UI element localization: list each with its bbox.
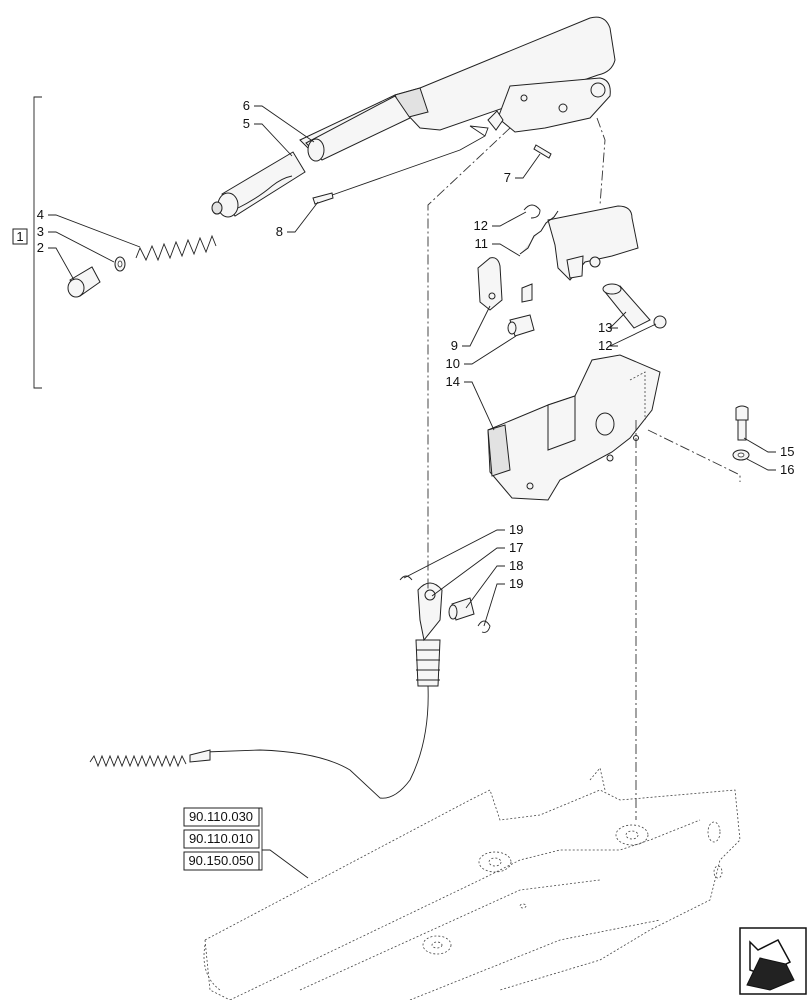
next-page-arrow-icon[interactable] <box>739 927 807 995</box>
clevis-pin <box>448 597 475 621</box>
callout-leaders <box>48 105 776 879</box>
group-label: 1 <box>16 229 23 244</box>
callout-6: 6 <box>243 98 250 113</box>
reference-link-1[interactable]: 90.110.030 <box>189 809 253 824</box>
callout-7: 7 <box>504 170 511 185</box>
callout-4: 4 <box>37 207 44 222</box>
tractor-frame <box>203 767 741 1000</box>
callout-labels: 4 3 2 6 5 7 8 12 11 9 10 13 12 14 15 16 … <box>37 98 795 591</box>
callout-5: 5 <box>243 116 250 131</box>
callout-16: 16 <box>780 462 794 477</box>
spring-washer <box>114 256 126 272</box>
pawl-pin <box>507 314 535 337</box>
callout-17: 17 <box>509 540 523 555</box>
circlip-upper <box>523 204 541 219</box>
pivot-bushing <box>602 283 667 329</box>
callout-15: 15 <box>780 444 794 459</box>
ratchet-sector <box>519 205 639 303</box>
callout-9: 9 <box>451 338 458 353</box>
brake-cable <box>89 639 441 799</box>
assembly-centerlines <box>427 117 741 820</box>
cap-screw <box>735 405 749 441</box>
reference-link-3[interactable]: 90.150.050 <box>188 853 253 868</box>
callout-18: 18 <box>509 558 523 573</box>
cable-clevis <box>417 582 443 642</box>
callout-2: 2 <box>37 240 44 255</box>
retaining-clip <box>399 575 491 633</box>
callout-3: 3 <box>37 224 44 239</box>
callout-12-lower: 12 <box>598 338 612 353</box>
mounting-bracket <box>487 354 661 501</box>
return-spring <box>135 234 217 262</box>
callout-14: 14 <box>446 374 460 389</box>
callout-19-upper: 19 <box>509 522 523 537</box>
flat-washer <box>732 449 750 461</box>
pawl <box>477 257 503 311</box>
callout-13: 13 <box>598 320 612 335</box>
release-button <box>67 266 101 298</box>
callout-8: 8 <box>276 224 283 239</box>
callout-12-upper: 12 <box>474 218 488 233</box>
reference-link-2[interactable]: 90.110.010 <box>189 831 253 846</box>
reference-boxes: 90.110.030 90.110.010 90.150.050 <box>183 807 263 871</box>
callout-10: 10 <box>446 356 460 371</box>
callout-19-lower: 19 <box>509 576 523 591</box>
callout-11: 11 <box>475 236 489 251</box>
brake-lever-arm <box>211 16 616 218</box>
group-bracket: 1 <box>12 96 42 389</box>
